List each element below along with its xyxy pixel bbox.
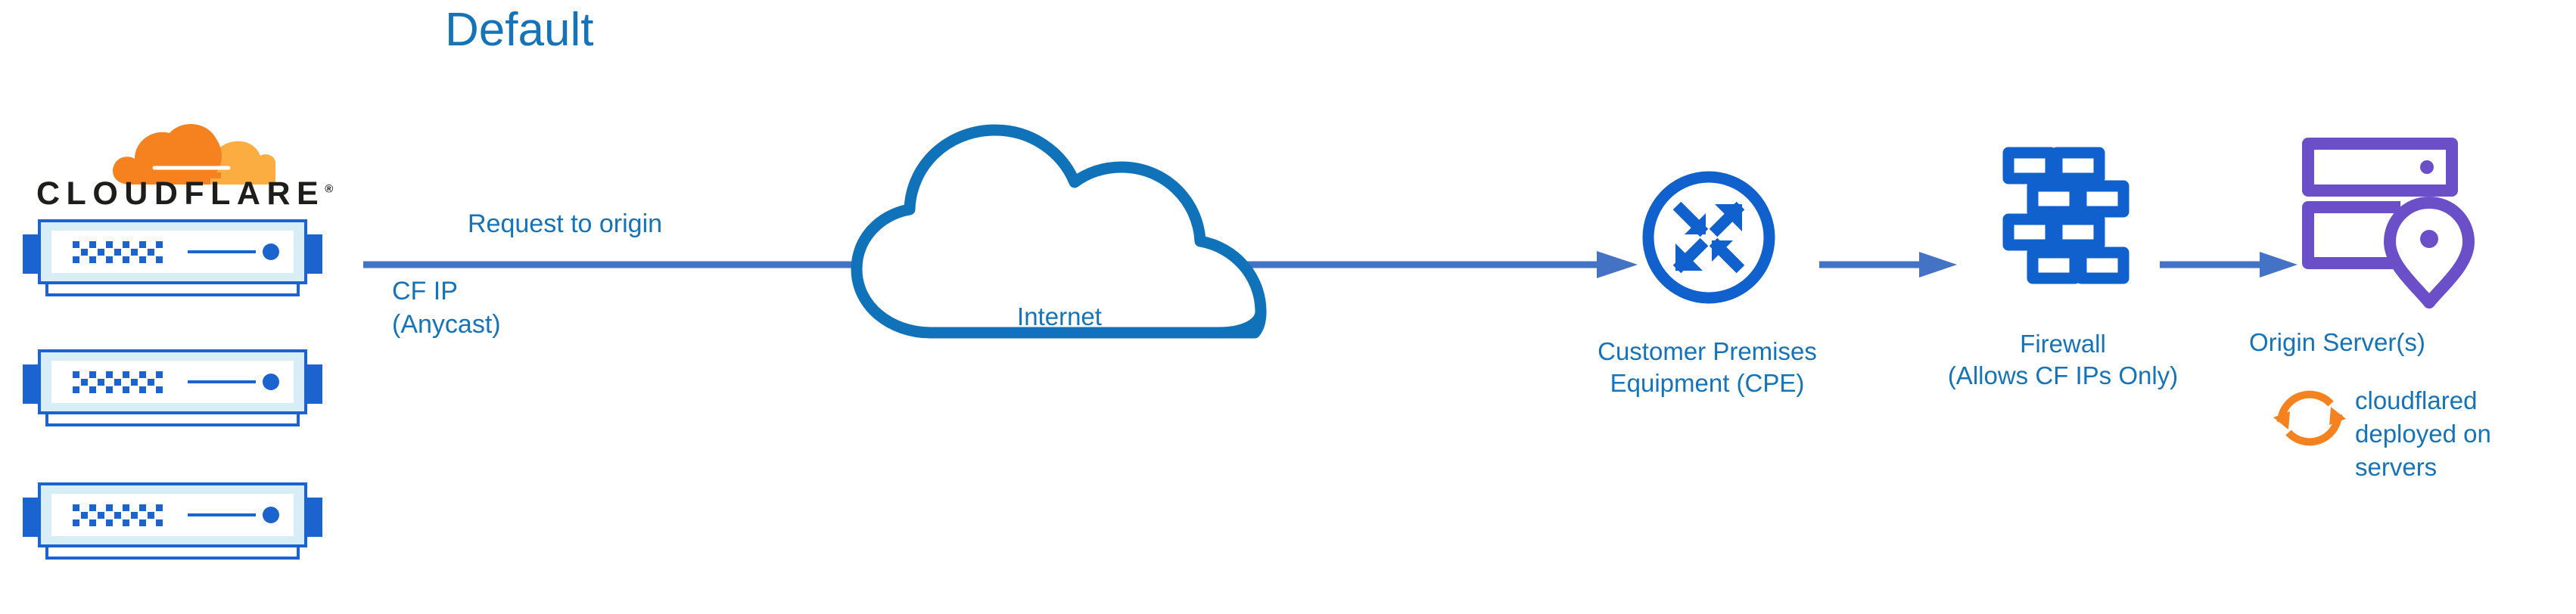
label-request-to-origin: Request to origin: [468, 209, 663, 238]
wordmark-text: CLOUDFLARE: [36, 175, 325, 212]
brick-wall-icon: [2002, 147, 2130, 284]
label-firewall-line1: Firewall: [2020, 330, 2106, 358]
cloudflare-server-unit: [23, 482, 322, 560]
label-cloudflared-note: cloudflared deployed on servers: [2355, 386, 2491, 481]
cloud-base-icon: [925, 305, 1267, 339]
page-title: Default: [445, 4, 594, 56]
label-cf-ip: CF IP (Anycast): [392, 274, 634, 341]
label-internet: Internet: [1017, 302, 1102, 330]
arrow-cpe-to-firewall: [1819, 252, 1957, 278]
registered-mark: ®: [325, 182, 334, 196]
cloudflare-cloud-logo-icon: [112, 124, 275, 185]
cloud-icon: [851, 124, 1267, 339]
router-icon: [1642, 171, 1775, 304]
label-cf-ip-line1: CF IP: [392, 277, 458, 305]
label-cpe-line1: Customer Premises: [1598, 337, 1817, 365]
server-rack-location-pin-icon: [2302, 138, 2475, 309]
label-cf-ip-line2: (Anycast): [392, 310, 501, 339]
cloudflare-wordmark: CLOUDFLARE®: [36, 175, 354, 212]
cloudflare-server-unit: [23, 349, 322, 426]
label-cpe: Customer Premises Equipment (CPE): [1535, 336, 1880, 399]
label-firewall: Firewall (Allows CF IPs Only): [1889, 328, 2237, 392]
label-cpe-line2: Equipment (CPE): [1610, 369, 1805, 397]
cloudflare-server-unit: [23, 219, 322, 296]
label-firewall-line2: (Allows CF IPs Only): [1947, 361, 2179, 389]
arrow-firewall-to-origin: [2160, 252, 2298, 278]
label-origin-server: Origin Server(s): [2249, 328, 2425, 356]
refresh-cycle-icon: [2273, 390, 2346, 446]
